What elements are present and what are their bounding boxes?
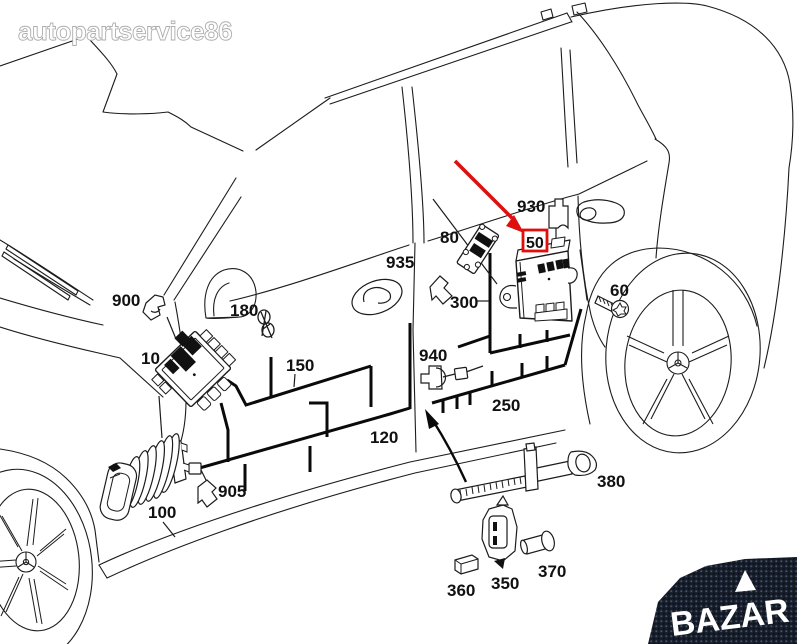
svg-text:180: 180 bbox=[230, 301, 258, 320]
svg-text:360: 360 bbox=[447, 581, 475, 600]
svg-text:120: 120 bbox=[370, 428, 398, 447]
svg-text:300: 300 bbox=[450, 293, 478, 312]
svg-text:10: 10 bbox=[141, 349, 160, 368]
svg-text:60: 60 bbox=[610, 281, 629, 300]
svg-text:350: 350 bbox=[491, 574, 519, 593]
svg-text:370: 370 bbox=[538, 562, 566, 581]
svg-text:150: 150 bbox=[286, 356, 314, 375]
svg-text:935: 935 bbox=[386, 253, 414, 272]
svg-text:80: 80 bbox=[440, 228, 459, 247]
svg-text:250: 250 bbox=[492, 396, 520, 415]
svg-text:autopartservice86: autopartservice86 bbox=[18, 16, 232, 46]
svg-text:930: 930 bbox=[517, 197, 545, 216]
svg-text:100: 100 bbox=[148, 503, 176, 522]
svg-text:940: 940 bbox=[419, 346, 447, 365]
svg-text:900: 900 bbox=[112, 291, 140, 310]
svg-text:50: 50 bbox=[526, 235, 544, 252]
svg-text:380: 380 bbox=[597, 472, 625, 491]
svg-text:905: 905 bbox=[218, 482, 246, 501]
